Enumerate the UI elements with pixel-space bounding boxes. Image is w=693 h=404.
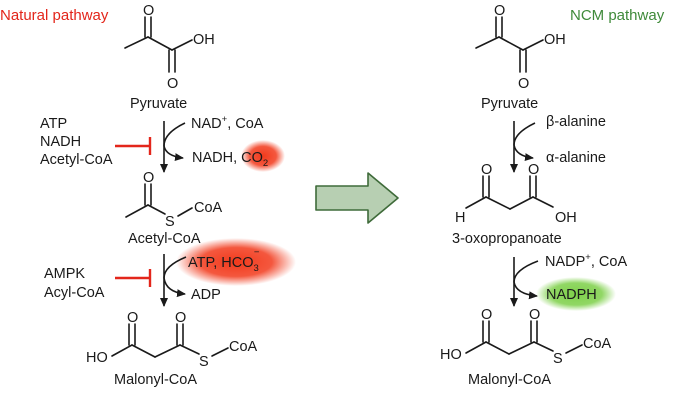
right-pyr-o1: O [494, 3, 505, 19]
right-malonyl-o1: O [481, 307, 492, 323]
left-pyruvate-label: Pyruvate [130, 96, 187, 112]
left-acetyl-coa: CoA [194, 200, 223, 216]
nadph-gain-glow [536, 277, 616, 311]
right-pyr-oh: OH [544, 32, 566, 48]
right-oxopropanoate-label: 3-oxopropanoate [452, 231, 562, 247]
right-oxo-oh: OH [555, 210, 577, 226]
left-inhibitor-ampk: AMPK [44, 266, 85, 282]
right-oxo-h: H [455, 210, 465, 226]
left-malonyl-ho: HO [86, 350, 108, 366]
left-acetyl-o: O [143, 170, 154, 186]
left-inhibitor-atp: ATP [40, 116, 67, 132]
right-oxo-o1: O [481, 162, 492, 178]
right-input-beta-alanine: β-alanine [546, 114, 606, 130]
left-reaction-arrow-2 [160, 254, 187, 307]
right-cofactor-nadp: NADP+, CoA [545, 252, 627, 270]
left-pyr-oh: OH [193, 32, 215, 48]
left-malonyl-o1: O [127, 310, 138, 326]
atp-hco3-cost-glow [176, 238, 296, 286]
co2-cost-glow [241, 140, 285, 172]
left-cofactor-atp-hco3: ATP, HCO3− [188, 247, 260, 274]
left-acetyl-s: S [165, 214, 175, 230]
left-malonylcoa-structure: O O HO S CoA [86, 310, 258, 370]
right-product-nadph: NADPH [546, 287, 597, 303]
right-malonylcoa-label: Malonyl-CoA [468, 372, 551, 388]
left-malonyl-coa: CoA [229, 339, 258, 355]
left-malonyl-s: S [199, 354, 209, 370]
right-pyruvate-label: Pyruvate [481, 96, 538, 112]
left-pyruvate-structure: O OH O [124, 3, 215, 92]
left-acetylcoa-label: Acetyl-CoA [128, 231, 201, 247]
left-inhibitor-nadh: NADH [40, 134, 81, 150]
left-pyr-o2: O [167, 76, 178, 92]
right-reaction-arrow-1 [510, 121, 536, 173]
left-pyr-o1: O [143, 3, 154, 19]
right-output-alpha-alanine: α-alanine [546, 150, 606, 166]
right-malonyl-s: S [553, 351, 563, 367]
pathway-transition-arrow [315, 172, 399, 224]
right-oxopropanoate-structure: O O H OH [455, 162, 577, 226]
left-inhibition-mark-1 [115, 137, 152, 155]
left-cofactor-nad: NAD+, CoA [191, 114, 264, 132]
left-reaction-arrow-1 [160, 121, 186, 173]
right-pyr-o2: O [518, 76, 529, 92]
left-products-nadh-co2: NADH, CO2 [192, 150, 268, 169]
left-inhibition-mark-2 [115, 269, 152, 287]
left-product-adp: ADP [191, 287, 221, 303]
right-reaction-arrow-2 [510, 257, 539, 307]
right-malonylcoa-structure: O O HO S CoA [440, 307, 612, 367]
ncm-pathway-title: NCM pathway [570, 7, 665, 24]
right-malonyl-coa: CoA [583, 336, 612, 352]
left-malonyl-o2: O [175, 310, 186, 326]
right-malonyl-o2: O [529, 307, 540, 323]
left-inhibitor-acylcoa: Acyl-CoA [44, 285, 105, 301]
left-inhibitor-acetylcoa: Acetyl-CoA [40, 152, 113, 168]
left-malonylcoa-label: Malonyl-CoA [114, 372, 197, 388]
natural-pathway-title: Natural pathway [0, 7, 109, 24]
right-pyruvate-structure: O OH O [475, 3, 566, 92]
right-malonyl-ho: HO [440, 347, 462, 363]
right-oxo-o2: O [528, 162, 539, 178]
left-acetylcoa-structure: O S CoA [125, 170, 223, 230]
